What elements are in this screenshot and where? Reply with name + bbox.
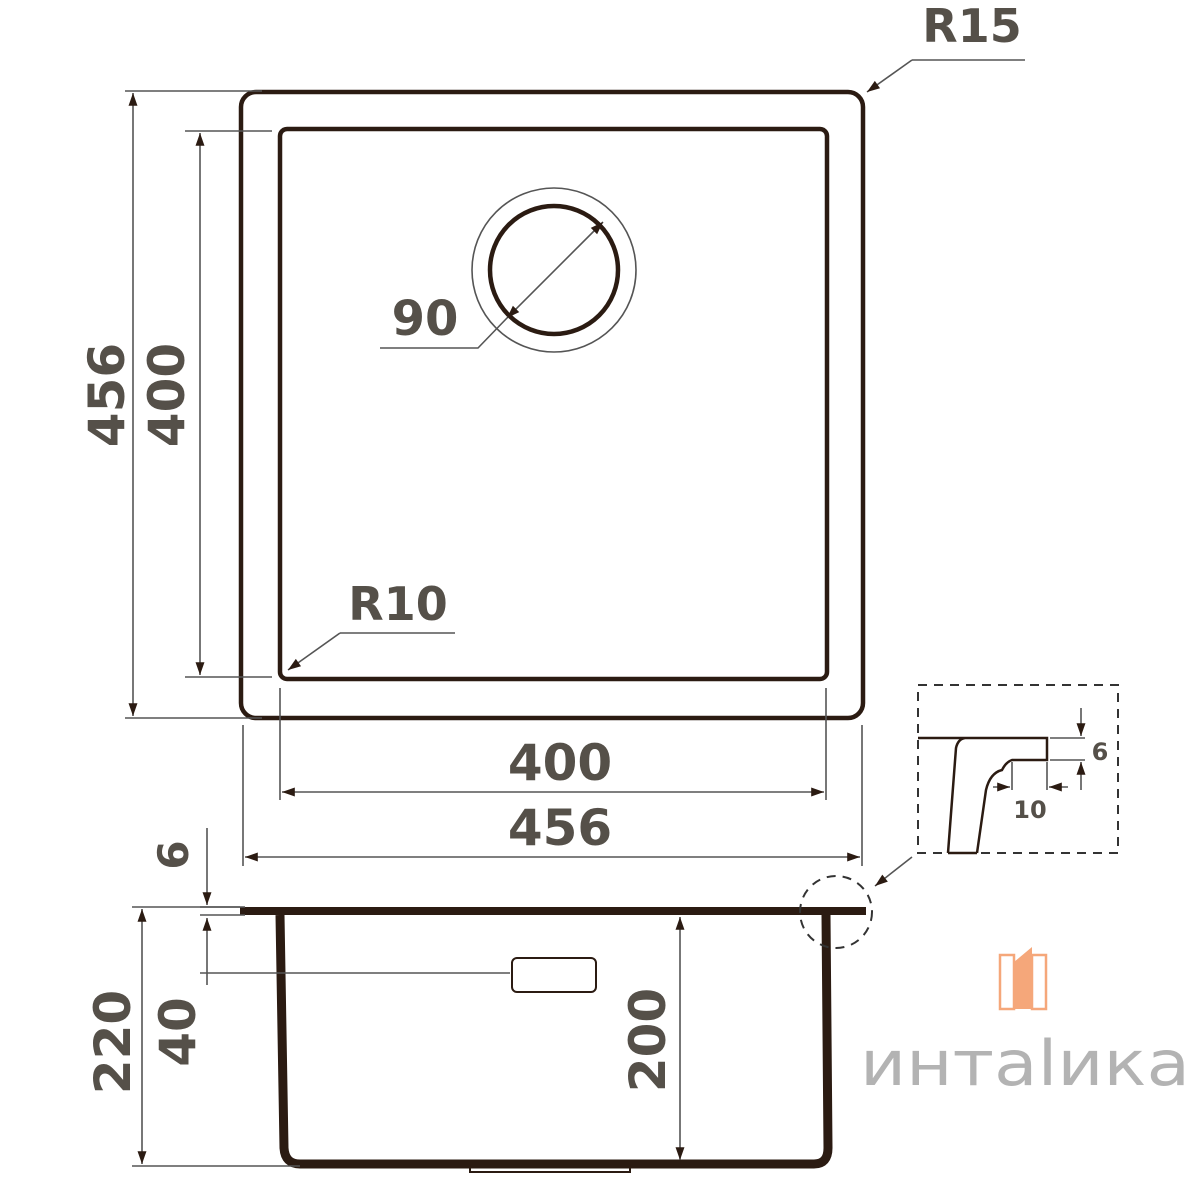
dim-total-depth: 220 <box>84 906 300 1167</box>
label-bowl-depth: 200 <box>619 988 677 1092</box>
label-detail-step-height: 6 <box>1092 738 1109 766</box>
watermark: интalика <box>860 947 1190 1100</box>
dim-outer-width: 456 <box>242 725 863 866</box>
label-total-depth: 220 <box>84 990 142 1094</box>
label-outer-height: 456 <box>78 343 136 447</box>
drain-hole <box>487 203 621 337</box>
dim-inner-width: 400 <box>279 688 827 800</box>
dim-drain-diameter: 90 <box>380 221 604 349</box>
dim-flange-thickness: 6 <box>149 828 245 916</box>
label-overflow-depth: 40 <box>149 997 207 1067</box>
dim-outer-height: 456 <box>78 90 262 719</box>
overflow-slot <box>511 957 597 993</box>
dim-inner-height: 400 <box>138 130 272 678</box>
label-detail-step-width: 10 <box>1013 796 1046 824</box>
dim-r10: R10 <box>287 577 455 671</box>
dim-bowl-depth: 200 <box>619 917 685 1160</box>
label-inner-height: 400 <box>138 343 196 447</box>
label-flange-thickness: 6 <box>149 840 198 869</box>
detail-callout-circle <box>799 875 873 949</box>
label-r15: R15 <box>922 0 1021 53</box>
sink-bowl-outline <box>277 126 830 682</box>
drain-outer-ring <box>471 187 637 353</box>
detail-inset-frame <box>917 684 1119 854</box>
dim-overflow-depth: 40 <box>149 918 510 1067</box>
logo-icon <box>1014 947 1032 1009</box>
label-r10: R10 <box>348 577 447 631</box>
label-outer-width: 456 <box>508 799 612 857</box>
dim-r15: R15 <box>866 0 1025 93</box>
label-drain-diameter: 90 <box>392 291 459 347</box>
detail-arrow <box>874 856 913 887</box>
sink-outer-outline <box>238 89 866 721</box>
detail-inset-profile: 6 10 <box>918 708 1109 855</box>
watermark-text: интalика <box>860 1027 1190 1100</box>
label-inner-width: 400 <box>508 734 612 792</box>
sink-side-section <box>240 907 866 1173</box>
